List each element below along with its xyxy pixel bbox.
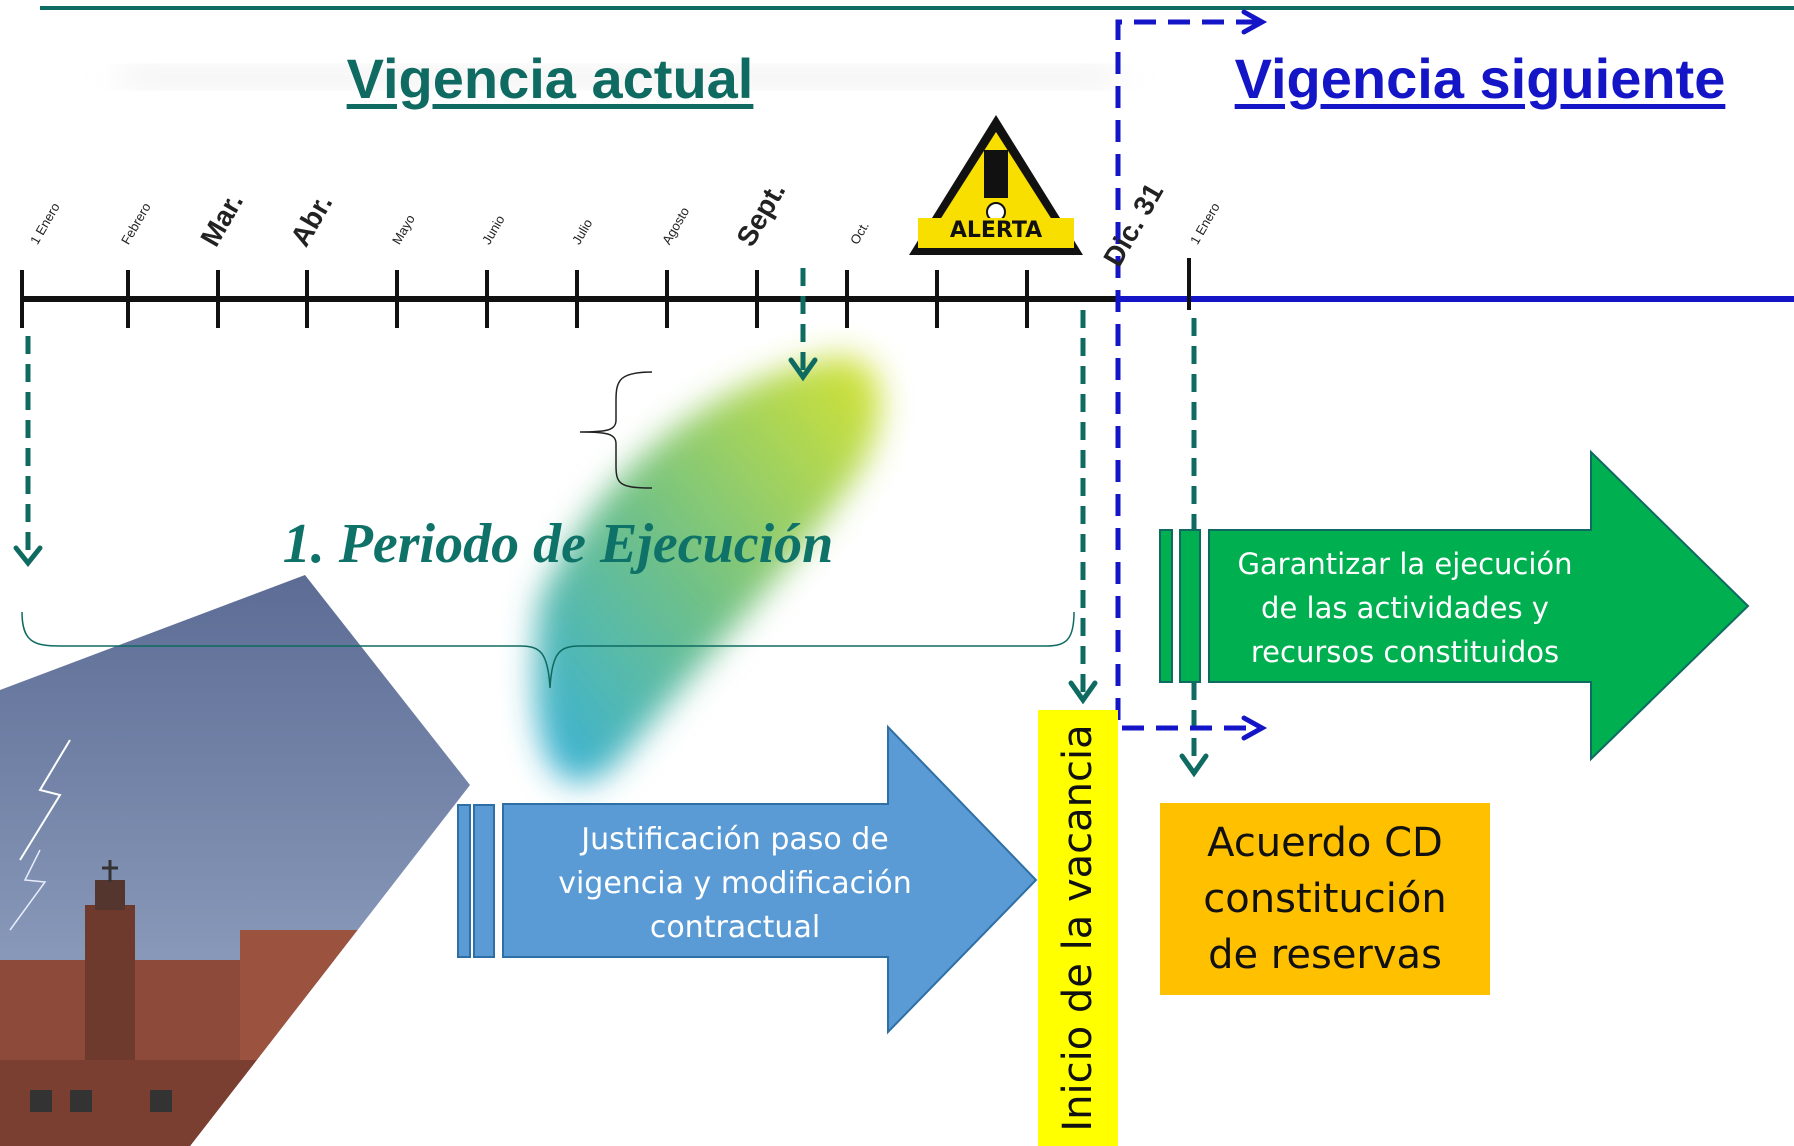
vacancia-text: Inicio de la vacancia (1055, 724, 1101, 1132)
title-vigencia-siguiente: Vigencia siguiente (1234, 47, 1726, 110)
teal-dashed-arrows (25, 268, 1197, 765)
alert-label: ALERTA (949, 218, 1043, 243)
gradient-blob (534, 356, 881, 783)
blue-arrowheads (1241, 9, 1268, 741)
blue-arrow-text: Justificación paso de vigencia y modific… (558, 822, 912, 945)
green-arrow-shape (1159, 449, 1750, 762)
small-brace (579, 371, 653, 489)
period-brace (21, 611, 1075, 689)
alert-warning-icon (909, 115, 1083, 255)
title-shadow (120, 66, 1120, 88)
title-vigencia-actual: Vigencia actual (346, 47, 754, 110)
vacancia-box: Inicio de la vacancia (1038, 710, 1118, 1146)
timeline-ticks (20, 258, 1191, 328)
green-arrow-text: Garantizar la ejecución de las actividad… (1237, 547, 1573, 713)
acuerdo-text: Acuerdo CD constitución de reservas (1203, 820, 1447, 978)
blue-dashed-bracket (1115, 19, 1258, 731)
church-photo (0, 575, 470, 1146)
teal-arrowheads (13, 357, 1209, 778)
period-label: 1. Periodo de Ejecución (282, 513, 834, 575)
acuerdo-box: Acuerdo CD constitución de reservas (1160, 803, 1490, 995)
blue-arrow-shape (457, 724, 1038, 1035)
